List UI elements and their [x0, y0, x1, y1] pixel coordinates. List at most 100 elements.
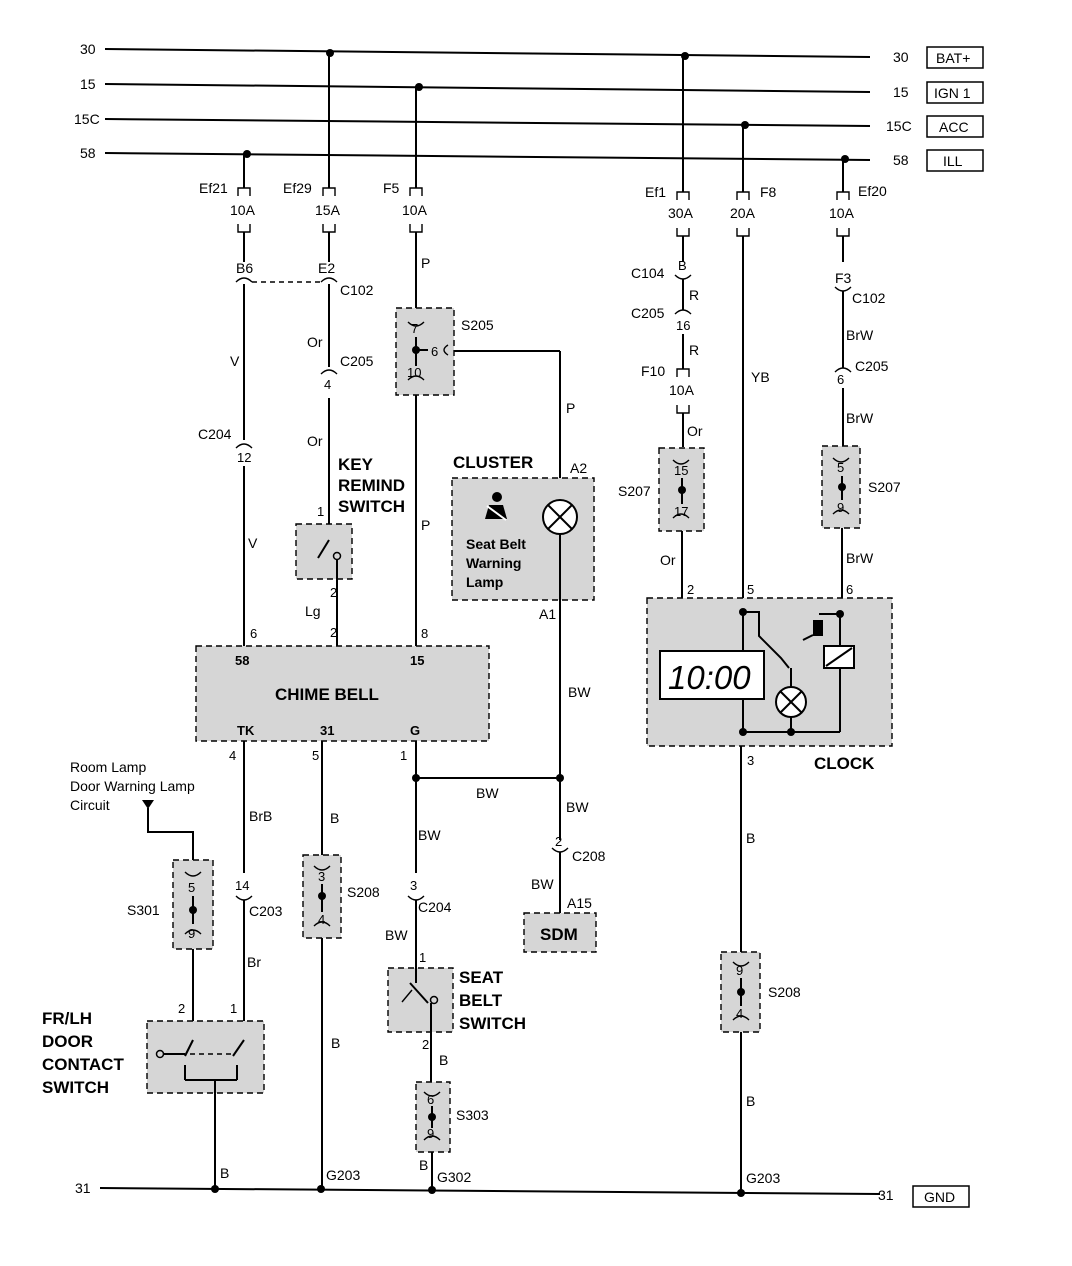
conn-c203-pin: 14 [235, 878, 249, 893]
wire-color-brb: BrB [249, 808, 272, 824]
wire-color-b-1: B [330, 810, 339, 826]
s205-pin-6: 6 [431, 344, 438, 359]
s208a-pin-3: 3 [318, 869, 325, 884]
rail-15-left: 15 [80, 76, 96, 92]
splice-s207-right: 5 9 S207 BrW 6 5 [747, 445, 901, 640]
splice-s303: 6 9 S303 B [415, 1081, 489, 1190]
wire-color-p-3: P [421, 517, 430, 533]
chime-pin-31: 31 [320, 723, 334, 738]
arrow-down-icon [142, 800, 154, 809]
clock: 10:00 CLOCK 3 B [646, 597, 893, 952]
pin-2-clock: 2 [687, 582, 694, 597]
fuse-ef1-rating: 30A [668, 205, 694, 221]
conn-c104-pin: B [678, 258, 687, 273]
cluster-pin-a2: A2 [570, 460, 587, 476]
conn-c205-b: C205 [631, 305, 665, 321]
sdm: A15 SDM [523, 895, 597, 953]
s208b-label: S208 [768, 984, 801, 1000]
fuse-f10: F10 [641, 363, 665, 379]
tag-ign1: IGN 1 [934, 85, 971, 101]
conn-f3: F3 [835, 270, 852, 286]
fuse-f8-rating: 20A [730, 205, 756, 221]
conn-e2: E2 [318, 260, 335, 276]
splice-s301: 5 9 S301 2 1 [127, 859, 237, 1040]
chime-pin-tk: TK [237, 723, 255, 738]
fuse-ef21-rating: 10A [230, 202, 256, 218]
sdm-label: SDM [540, 925, 578, 944]
conn-c208-pin: 2 [555, 834, 562, 849]
conn-c102-a: C102 [340, 282, 374, 298]
s207b-pin-5: 5 [837, 460, 844, 475]
wire-color-brw-2: BrW [846, 410, 874, 426]
wire-color-or-4: Or [660, 552, 676, 568]
chime-outputs: 4 5 1 BrB 14 C203 Br B BW BW BW 2 C208 B… [229, 741, 606, 1040]
lamp-line1: Seat Belt [466, 536, 526, 552]
rail-58-left: 58 [80, 145, 96, 161]
rail-15c-left: 15C [74, 111, 100, 127]
cluster: CLUSTER A2 A1 Seat Belt Warning Lamp BW [451, 453, 595, 778]
wire-color-p-1: P [421, 255, 430, 271]
key-remind-switch: KEY REMIND SWITCH 2 Lg 2 [295, 455, 405, 648]
wire-color-brw-3: BrW [846, 550, 874, 566]
s301-pin-9: 9 [188, 926, 195, 941]
fuse-f10-rating: 10A [669, 382, 695, 398]
pin-1-key: 1 [317, 504, 324, 519]
rail-30-right: 30 [893, 49, 909, 65]
pin-1-chime: 1 [400, 748, 407, 763]
s207a-pin-17: 17 [674, 504, 688, 519]
tag-ill: ILL [943, 153, 963, 169]
pin-6-clock: 6 [846, 582, 853, 597]
cluster-pin-a1: A1 [539, 606, 556, 622]
splice-s208-left: 3 4 S208 B [302, 854, 380, 1189]
wire-color-or-3: Or [687, 423, 703, 439]
pin-1-seatbelt: 1 [419, 950, 426, 965]
s205-pin-10: 10 [407, 365, 421, 380]
pin-3-clock: 3 [747, 753, 754, 768]
clock-label: CLOCK [814, 754, 875, 773]
lamp-line3: Lamp [466, 574, 503, 590]
conn-c205-a: C205 [340, 353, 374, 369]
tag-bat: BAT+ [936, 50, 970, 66]
wire-color-b-g1: B [220, 1165, 229, 1181]
pin-5-clock: 5 [747, 582, 754, 597]
wire-color-bw-1: BW [568, 684, 591, 700]
s207a-label: S207 [618, 483, 651, 499]
pin-2-chime: 2 [330, 625, 337, 640]
fuse-ef21: Ef21 [199, 180, 228, 196]
door-line2: DOOR [42, 1032, 93, 1051]
seatbelt-line1: SEAT [459, 968, 504, 987]
s205-label: S205 [461, 317, 494, 333]
tag-gnd: GND [924, 1189, 955, 1205]
chime-pin-15: 15 [410, 653, 424, 668]
door-contact-switch: FR/LH DOOR CONTACT SWITCH [42, 1009, 265, 1189]
seatbelt-line2: BELT [459, 991, 503, 1010]
pin-8-chime: 8 [421, 626, 428, 641]
door-line3: CONTACT [42, 1055, 124, 1074]
fuse-ef29-rating: 15A [315, 202, 341, 218]
fuse-ef20: Ef20 [858, 183, 887, 199]
s208b-pin-9: 9 [736, 963, 743, 978]
room-lamp-line1: Room Lamp [70, 759, 146, 775]
ground-g203-a: G203 [326, 1167, 360, 1183]
room-lamp-line3: Circuit [70, 797, 110, 813]
power-rails: 30 15 15C 58 30 15 15C 58 BAT+ IGN 1 ACC… [74, 41, 984, 172]
wire-color-r-2: R [689, 342, 699, 358]
conn-c204-b: C204 [418, 899, 452, 915]
chime-bell-label: CHIME BELL [275, 685, 379, 704]
wire-color-bw-4: BW [566, 799, 589, 815]
cluster-label: CLUSTER [453, 453, 533, 472]
seatbelt-icon [485, 492, 507, 521]
wire-color-v-1: V [230, 353, 240, 369]
chime-pin-g: G [410, 723, 420, 738]
s205-pin-7: 7 [411, 321, 418, 336]
splice-s208-right: 9 4 S208 B [720, 951, 801, 1193]
wire-color-bw-3: BW [418, 827, 441, 843]
wire-color-bw-6: BW [385, 927, 408, 943]
s301-label: S301 [127, 902, 160, 918]
wire-color-b-5: B [746, 830, 755, 846]
fuse-f5: F5 [383, 180, 400, 196]
pin-2-door: 2 [178, 1001, 185, 1016]
room-lamp-line2: Door Warning Lamp [70, 778, 195, 794]
s208a-label: S208 [347, 884, 380, 900]
